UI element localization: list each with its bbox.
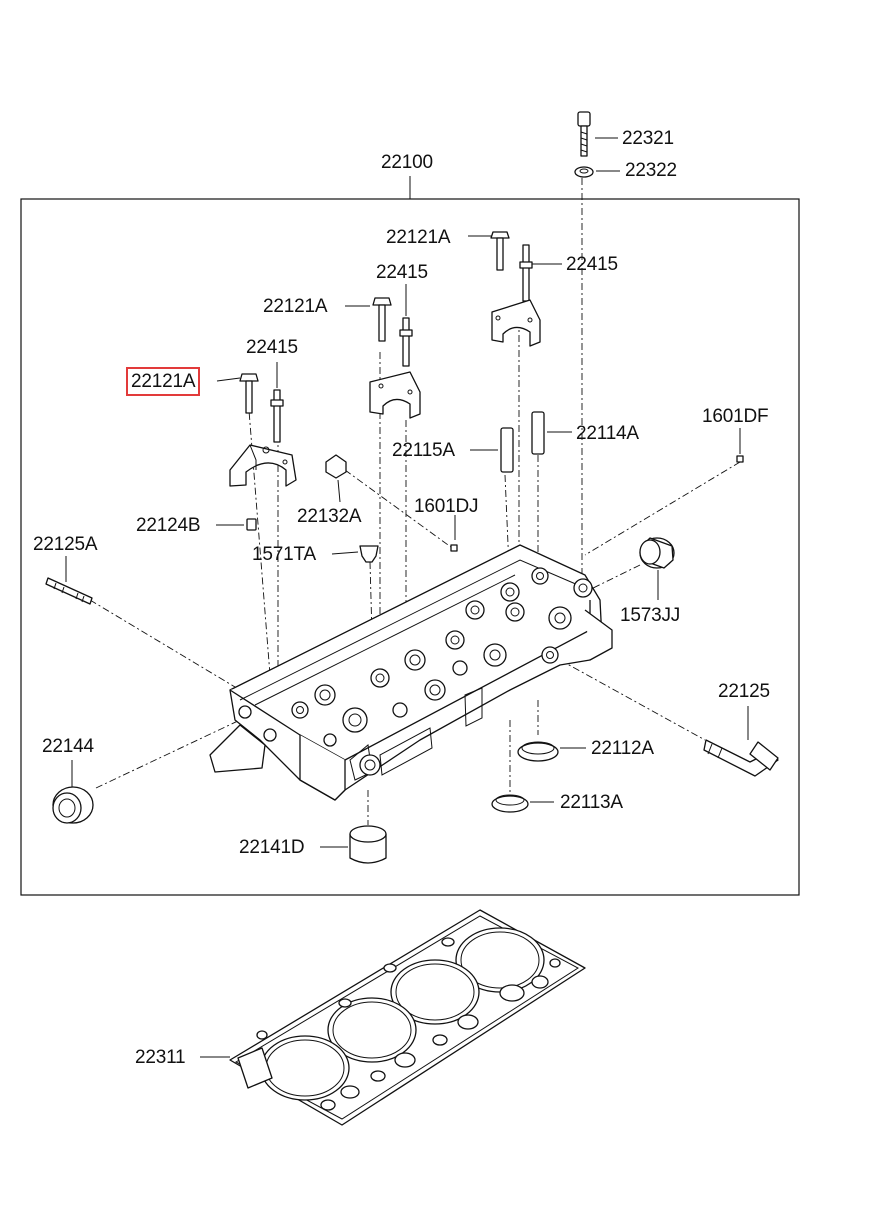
seal-22144: [52, 786, 94, 824]
callout-22132A[interactable]: 22132A: [297, 506, 362, 527]
callout-22124B[interactable]: 22124B: [136, 515, 201, 536]
callout-22121A-top[interactable]: 22121A: [386, 227, 451, 248]
callout-22144[interactable]: 22144: [42, 736, 94, 757]
seat-22112A: [517, 741, 559, 762]
plug-1601DJ: [450, 544, 458, 552]
callout-22415-mid[interactable]: 22415: [376, 262, 428, 283]
plug-22132A: [325, 454, 347, 479]
bolt-22121A-top: [490, 231, 510, 271]
callout-22121A-highlighted[interactable]: 22121A: [125, 367, 201, 396]
stud-22415-top: [519, 244, 533, 302]
callout-22415-top[interactable]: 22415: [566, 254, 618, 275]
dowel-22124B: [246, 518, 257, 531]
cylinder-head-assembly-frame: [20, 198, 800, 896]
callout-22415-left[interactable]: 22415: [246, 337, 298, 358]
stud-22415-left: [270, 389, 284, 443]
camshaft-cap-mid: [369, 371, 421, 419]
washer-22322: [574, 166, 594, 178]
callout-22112A[interactable]: 22112A: [591, 738, 654, 759]
plug-1601DF: [736, 455, 744, 463]
camshaft-cap-right: [491, 299, 541, 347]
callout-1601DJ[interactable]: 1601DJ: [414, 496, 479, 517]
callout-22121A-mid[interactable]: 22121A: [263, 296, 328, 317]
bolt-22121A-left: [239, 373, 259, 414]
callout-1601DF[interactable]: 1601DF: [702, 406, 769, 427]
callout-22321[interactable]: 22321: [622, 128, 674, 149]
cylinder-head: [209, 544, 613, 801]
callout-22141D[interactable]: 22141D: [239, 837, 305, 858]
stud-22125A: [45, 577, 93, 605]
callout-22100[interactable]: 22100: [381, 152, 433, 173]
bolt-22321: [577, 111, 591, 157]
plug-22141D: [349, 825, 387, 864]
callout-22115A[interactable]: 22115A: [392, 440, 455, 461]
pipe-22125: [703, 739, 779, 777]
callout-22114A[interactable]: 22114A: [576, 423, 639, 444]
callout-22322[interactable]: 22322: [625, 160, 677, 181]
plug-1571TA: [359, 545, 379, 563]
guide-22114A: [531, 411, 545, 455]
callout-22125[interactable]: 22125: [718, 681, 770, 702]
callout-1573JJ[interactable]: 1573JJ: [620, 605, 681, 626]
callout-22311[interactable]: 22311: [135, 1047, 186, 1068]
bolt-22121A-mid: [372, 297, 392, 342]
stud-22415-mid: [399, 317, 413, 367]
callout-22125A[interactable]: 22125A: [33, 534, 98, 555]
seat-22113A: [491, 794, 529, 813]
guide-22115A: [500, 427, 514, 473]
callout-1571TA[interactable]: 1571TA: [252, 544, 316, 565]
callout-22113A[interactable]: 22113A: [560, 792, 623, 813]
plug-1573JJ: [639, 537, 675, 569]
leader-22121A-highlighted: [216, 377, 241, 382]
cylinder-head-gasket: [229, 909, 586, 1126]
camshaft-cap-left: [229, 444, 297, 487]
